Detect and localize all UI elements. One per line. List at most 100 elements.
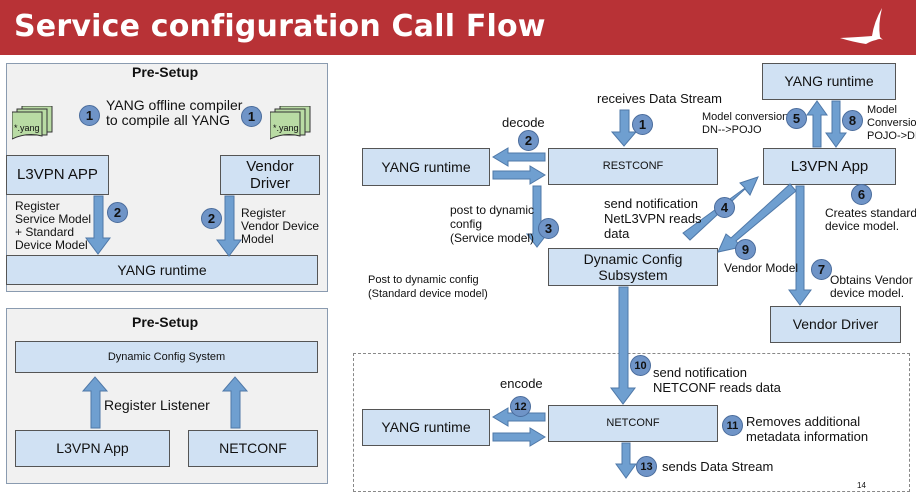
text-line: Model	[241, 232, 274, 246]
text-line: Device Model	[15, 238, 88, 252]
step-7-badge: 7	[811, 259, 832, 280]
file-label: *.yang	[14, 123, 40, 133]
sends-data-text: sends Data Stream	[662, 459, 774, 474]
step-12-badge: 12	[510, 396, 531, 417]
text-line: Register	[15, 199, 60, 213]
text-line: Model	[867, 104, 897, 116]
yang-runtime-bottom-box: YANG runtime	[362, 409, 490, 446]
arrow-step9	[717, 183, 797, 253]
text-line: Model conversion	[702, 111, 789, 123]
text-line: NETCONF reads data	[653, 380, 781, 395]
arrow-encode-return	[492, 427, 546, 447]
text-line: POJO->DN	[867, 130, 916, 142]
netconf-box: NETCONF	[548, 405, 718, 442]
yang-files-icon	[12, 106, 53, 140]
page-number: 14	[857, 481, 866, 490]
text-line: metadata information	[746, 429, 869, 444]
file-label: *.yang	[273, 123, 299, 133]
step-6-badge: 6	[851, 184, 872, 205]
text-line: Post to dynamic config	[368, 274, 479, 286]
decode-text: decode	[502, 115, 545, 130]
text-line: Removes additional	[746, 414, 861, 429]
arrow-step5-up	[806, 100, 828, 148]
text-line: Obtains Vendor	[830, 273, 913, 287]
text-line: Vendor	[246, 157, 294, 175]
yang-files-icon	[270, 106, 311, 140]
text-line: Register	[241, 206, 286, 220]
step-2-badge: 2	[518, 130, 539, 151]
step-1-badge: 1	[241, 106, 262, 127]
text-line: data	[604, 226, 630, 241]
bird-logo-icon	[840, 8, 883, 44]
vendor-model-text: Vendor Model	[724, 261, 799, 275]
title-banner: Service configuration Call Flow	[0, 0, 916, 55]
l3vpn-app-box: L3VPN APP	[6, 155, 109, 195]
step-13-badge: 13	[636, 456, 657, 477]
text-line: DN-->POJO	[702, 124, 762, 136]
step-3-badge: 3	[538, 218, 559, 239]
step-4-badge: 4	[714, 197, 735, 218]
arrow-step7	[788, 185, 812, 306]
presetup-heading: Pre-Setup	[132, 64, 199, 80]
arrow-encode	[492, 407, 546, 427]
arrow-receives	[610, 109, 638, 147]
text-line: send notification	[653, 365, 747, 380]
text-line: device model.	[830, 286, 905, 300]
text-line: Subsystem	[598, 267, 668, 283]
arrow-listener-netconf	[221, 376, 249, 429]
encode-text: encode	[500, 376, 543, 391]
step-5-badge: 5	[786, 108, 807, 129]
arrow-decode-return	[492, 165, 546, 185]
text-line: to compile all YANG	[106, 112, 230, 128]
arrow-step10	[610, 286, 636, 405]
yang-runtime-box: YANG runtime	[6, 255, 318, 285]
arrow-decode	[492, 147, 546, 167]
yang-runtime-top-box: YANG runtime	[762, 63, 896, 100]
text-line: send notification	[604, 196, 698, 211]
step-2-badge: 2	[201, 208, 222, 229]
step-10-badge: 10	[630, 355, 651, 376]
step-2-badge: 2	[107, 202, 128, 223]
text-line: device model.	[825, 219, 900, 233]
text-line: Driver	[250, 175, 290, 192]
text-line: YANG offline compiler	[106, 97, 243, 113]
receives-text: receives Data Stream	[597, 91, 722, 106]
netconf-box: NETCONF	[188, 430, 318, 467]
text-line: Vendor Device	[241, 219, 320, 233]
arrow-register-vendor	[216, 195, 242, 257]
text-line: Conversion	[867, 117, 916, 129]
page-title: Service configuration Call Flow	[14, 9, 546, 44]
text-line: NetL3VPN reads	[604, 211, 702, 226]
vendor-driver-box: Vendor Driver	[770, 306, 901, 343]
register-listener-text: Register Listener	[104, 397, 210, 413]
step-11-badge: 11	[722, 415, 743, 436]
l3vpn-app-box: L3VPN App	[763, 148, 896, 185]
step-1-badge: 1	[79, 105, 100, 126]
text-line: (Service model)	[450, 231, 535, 245]
l3vpn-app-box: L3VPN App	[15, 430, 170, 467]
arrow-register-service	[85, 195, 111, 255]
text-line: Service Model	[15, 212, 92, 226]
arrow-step8-down	[825, 100, 847, 148]
conversion-pojo-dn-text: ModelConversionPOJO->DN	[867, 104, 916, 143]
presetup-heading: Pre-Setup	[132, 314, 199, 330]
restconf-box: RESTCONF	[548, 148, 718, 185]
step-1-badge: 1	[632, 114, 653, 135]
yang-runtime-box: YANG runtime	[362, 148, 490, 186]
text-line: (Standard device model)	[368, 288, 488, 300]
text-line: Dynamic Config	[583, 250, 683, 267]
text-line: post to dynamic	[450, 203, 535, 217]
post-standard-text: Post to dynamic config (Standard device m…	[368, 273, 488, 301]
text-line: Creates standard	[825, 206, 916, 220]
dynamic-config-system-box: Dynamic Config System	[15, 341, 318, 373]
step-9-badge: 9	[735, 239, 756, 260]
